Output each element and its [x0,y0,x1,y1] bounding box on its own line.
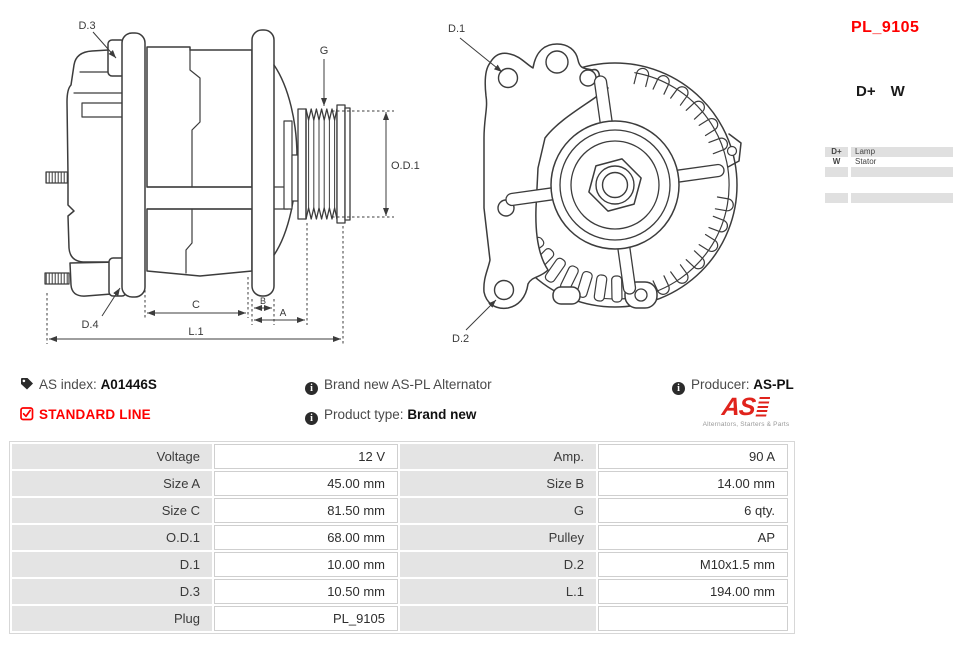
dim-label-c: C [192,299,200,311]
spec-value [598,606,788,631]
terminal-labels: D+ W [856,83,905,100]
pin-cell [825,167,848,177]
as-index-label: AS index: [39,377,97,392]
mounting-plate [483,43,609,310]
spec-value: 10.00 mm [214,552,398,577]
spec-label: Pulley [400,525,596,550]
as-pl-logo-mark: AS [698,392,794,421]
spec-label: L.1 [400,579,596,604]
pulley-spokes [505,75,725,295]
spec-value: 6 qty. [598,498,788,523]
dim-label-d3: D.3 [78,20,95,32]
dim-label-b: B [260,296,266,306]
spec-label: Plug [12,606,212,631]
spec-label: Amp. [400,444,596,469]
logo-text: AS [720,392,756,421]
info-icon: i [672,382,685,395]
info-icon: i [305,412,318,425]
dim-label-od1: O.D.1 [391,160,420,172]
front-dim-lines [459,37,503,331]
pin-table: D+ Lamp W Stator [825,147,953,203]
spec-value: 90 A [598,444,788,469]
brand-new-text: Brand new AS-PL Alternator [324,377,492,392]
spec-label: D.2 [400,552,596,577]
spec-label: D.3 [12,579,212,604]
product-type-label: Product type: [324,407,404,422]
spec-label: Voltage [12,444,212,469]
pin-cell [825,193,848,203]
dim-label-d2: D.2 [452,333,469,345]
producer-item: i Producer: AS-PL [672,377,794,395]
spec-label: D.1 [12,552,212,577]
logo-caption: Alternators, Starters & Parts [702,421,790,428]
logo-stripes-icon [755,396,771,418]
dim-label-l1: L.1 [188,326,203,338]
as-pl-logo: AS Alternators, Starters & Parts [698,392,794,429]
spec-value: 81.50 mm [214,498,398,523]
spec-value: 10.50 mm [214,579,398,604]
front-bracket [251,29,275,297]
pin-desc [851,177,953,193]
dim-label-d1: D.1 [448,23,465,35]
dimension-lines [46,31,394,344]
standard-line-item: STANDARD LINE [20,407,151,422]
stator-block [146,46,253,277]
hole-d1 [497,67,519,89]
spec-value: AP [598,525,788,550]
spec-value: 68.00 mm [214,525,398,550]
product-type-item: i Product type: Brand new [305,407,476,425]
bottom-tab [552,286,581,305]
spec-label [400,606,596,631]
as-index-value: A01446S [100,377,157,392]
tag-icon [21,378,33,390]
product-type-value: Brand new [407,407,477,422]
pin-desc: Stator [855,157,877,166]
info-icon: i [305,382,318,395]
pin-cell: W [832,157,841,166]
spec-table: Voltage 12 V Amp. 90 A Size A 45.00 mm S… [9,441,795,634]
pin-cell: D+ [825,147,848,157]
spec-label: O.D.1 [12,525,212,550]
spec-value: M10x1.5 mm [598,552,788,577]
pin-desc: Lamp [851,147,953,157]
dim-label-a: A [280,308,287,319]
mounting-ears [493,50,597,301]
spec-label: Size A [12,471,212,496]
dim-label-g: G [320,45,329,57]
rear-studs [44,171,70,285]
terminal-dplus: D+ [856,83,876,100]
dim-label-d4: D.4 [81,319,98,331]
spec-label: Size C [12,498,212,523]
as-index-item: AS index: A01446S [20,377,157,392]
pulley [297,104,351,224]
rear-housing [66,48,126,263]
terminal-w: W [890,83,905,100]
spec-value: 45.00 mm [214,471,398,496]
side-view-drawing: D.3 D.4 G C B A L.1 O.D.1 [44,20,420,344]
checkbox-checked-icon [20,407,34,421]
spec-label: Size B [400,471,596,496]
pin-desc [851,193,953,203]
spec-value: 12 V [214,444,398,469]
brand-new-item: i Brand new AS-PL Alternator [305,377,492,395]
rear-bracket [121,32,146,298]
right-tab [726,133,742,168]
hole-d2 [493,279,515,301]
lower-lug [69,257,127,297]
spec-value: 14.00 mm [598,471,788,496]
hub [550,120,680,250]
producer-value: AS-PL [753,377,794,392]
pin-desc [851,167,953,177]
part-code: PL_9105 [851,19,920,36]
pin-cell [825,177,848,193]
spec-label: G [400,498,596,523]
standard-line-label: STANDARD LINE [39,407,151,422]
front-view-drawing: D.1 D.2 [448,23,742,345]
producer-label: Producer: [691,377,750,392]
spec-value: 194.00 mm [598,579,788,604]
spec-value: PL_9105 [214,606,398,631]
